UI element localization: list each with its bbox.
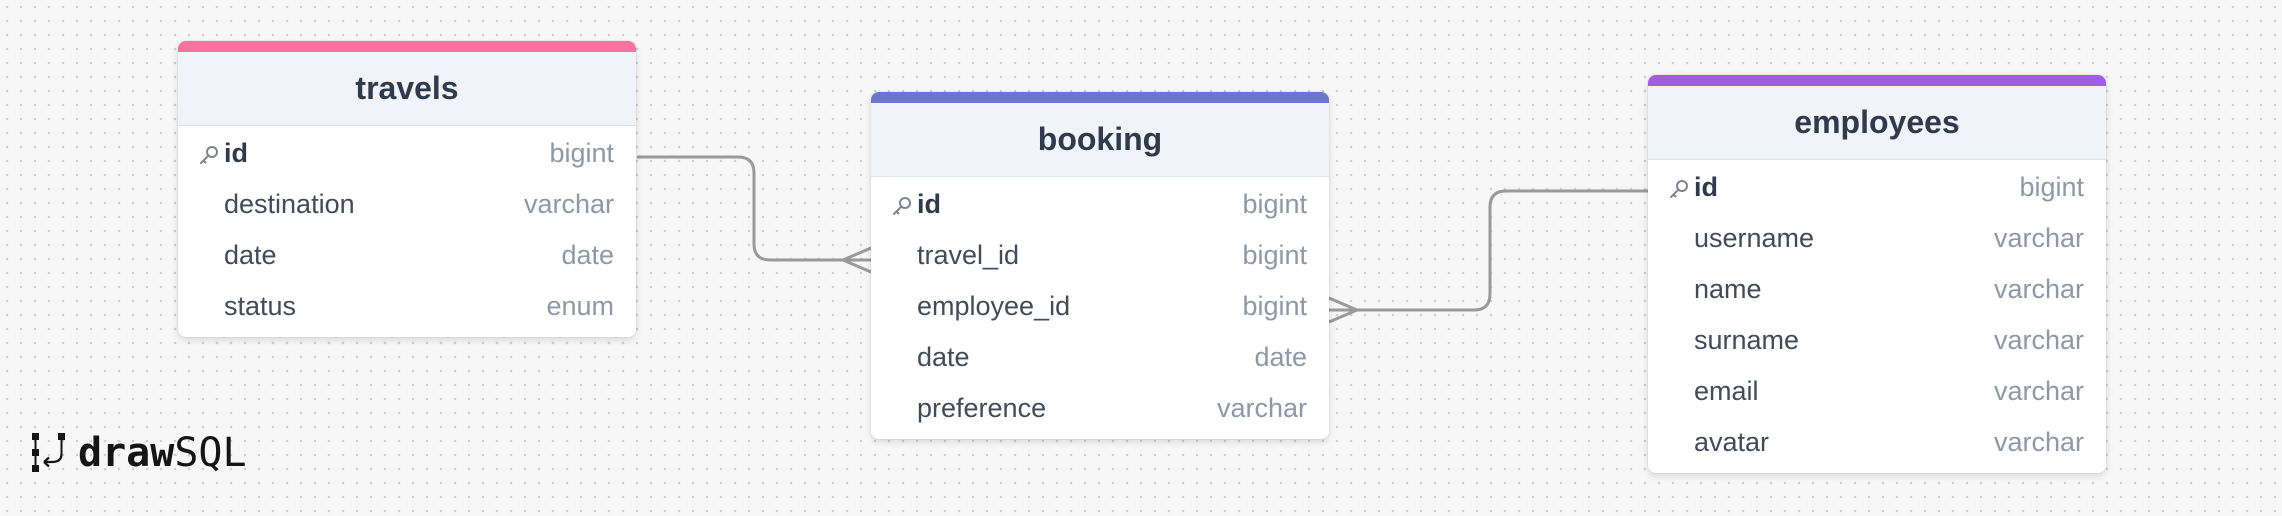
column-row-username[interactable]: username varchar	[1648, 213, 2106, 264]
brand-word-draw: draw	[78, 430, 175, 476]
table-booking[interactable]: booking id bigint travel_id bigint emplo…	[871, 92, 1329, 439]
column-type: bigint	[2019, 172, 2084, 202]
column-type: varchar	[1993, 223, 2084, 253]
brand-word-sql: SQL	[174, 430, 247, 476]
column-type: bigint	[1242, 291, 1307, 321]
column-type: varchar	[1993, 427, 2084, 457]
table-travels[interactable]: travels id bigint destination varchar da…	[178, 41, 636, 337]
column-row-email[interactable]: email varchar	[1648, 366, 2106, 417]
column-type: date	[561, 240, 614, 270]
column-row-destination[interactable]: destination varchar	[178, 179, 636, 230]
column-row-name[interactable]: name varchar	[1648, 264, 2106, 315]
column-name: preference	[917, 393, 1047, 423]
column-row-avatar[interactable]: avatar varchar	[1648, 417, 2106, 468]
column-row-date[interactable]: date date	[178, 230, 636, 281]
table-title: booking	[1037, 121, 1163, 157]
column-row-date[interactable]: date date	[871, 332, 1329, 383]
column-name: destination	[224, 189, 355, 219]
column-name: id	[1694, 172, 1718, 202]
table-accent-bar	[178, 41, 636, 52]
column-type: varchar	[1993, 325, 2084, 355]
key-icon	[1668, 178, 1690, 200]
column-name: travel_id	[917, 240, 1020, 270]
column-name: email	[1694, 376, 1759, 406]
column-row-employee-id[interactable]: employee_id bigint	[871, 281, 1329, 332]
relationship-line-travels-booking[interactable]	[637, 155, 871, 262]
table-accent-bar	[871, 92, 1329, 103]
column-type: date	[1254, 342, 1307, 372]
table-header[interactable]: employees	[1648, 86, 2106, 160]
column-name: name	[1694, 274, 1762, 304]
table-title: travels	[355, 70, 459, 106]
column-row-surname[interactable]: surname varchar	[1648, 315, 2106, 366]
relationship-line-employees-booking[interactable]	[1329, 189, 1648, 312]
table-title: employees	[1794, 104, 1960, 140]
column-row-travel-id[interactable]: travel_id bigint	[871, 230, 1329, 281]
table-accent-bar	[1648, 75, 2106, 86]
column-name: employee_id	[917, 291, 1071, 321]
column-row-preference[interactable]: preference varchar	[871, 383, 1329, 434]
column-name: username	[1694, 223, 1815, 253]
crows-foot-booking-travel-id	[842, 246, 872, 274]
column-name: avatar	[1694, 427, 1770, 457]
key-icon	[891, 195, 913, 217]
crows-foot-booking-employee-id	[1328, 296, 1358, 324]
column-type: bigint	[1242, 189, 1307, 219]
table-header[interactable]: booking	[871, 103, 1329, 177]
key-icon	[198, 144, 220, 166]
column-row-id[interactable]: id bigint	[871, 179, 1329, 230]
drawsql-logo-icon	[32, 433, 65, 472]
column-row-id[interactable]: id bigint	[1648, 162, 2106, 213]
column-type: enum	[546, 291, 614, 321]
column-type: varchar	[1993, 376, 2084, 406]
column-row-status[interactable]: status enum	[178, 281, 636, 332]
column-type: varchar	[1993, 274, 2084, 304]
table-header[interactable]: travels	[178, 52, 636, 126]
column-row-id[interactable]: id bigint	[178, 128, 636, 179]
column-name: status	[224, 291, 297, 321]
column-type: bigint	[549, 138, 614, 168]
column-type: bigint	[1242, 240, 1307, 270]
table-employees[interactable]: employees id bigint username varchar nam…	[1648, 75, 2106, 473]
column-name: id	[224, 138, 248, 168]
column-type: varchar	[523, 189, 614, 219]
column-name: date	[917, 342, 970, 372]
column-name: id	[917, 189, 941, 219]
column-type: varchar	[1216, 393, 1307, 423]
column-name: date	[224, 240, 277, 270]
column-name: surname	[1694, 325, 1800, 355]
